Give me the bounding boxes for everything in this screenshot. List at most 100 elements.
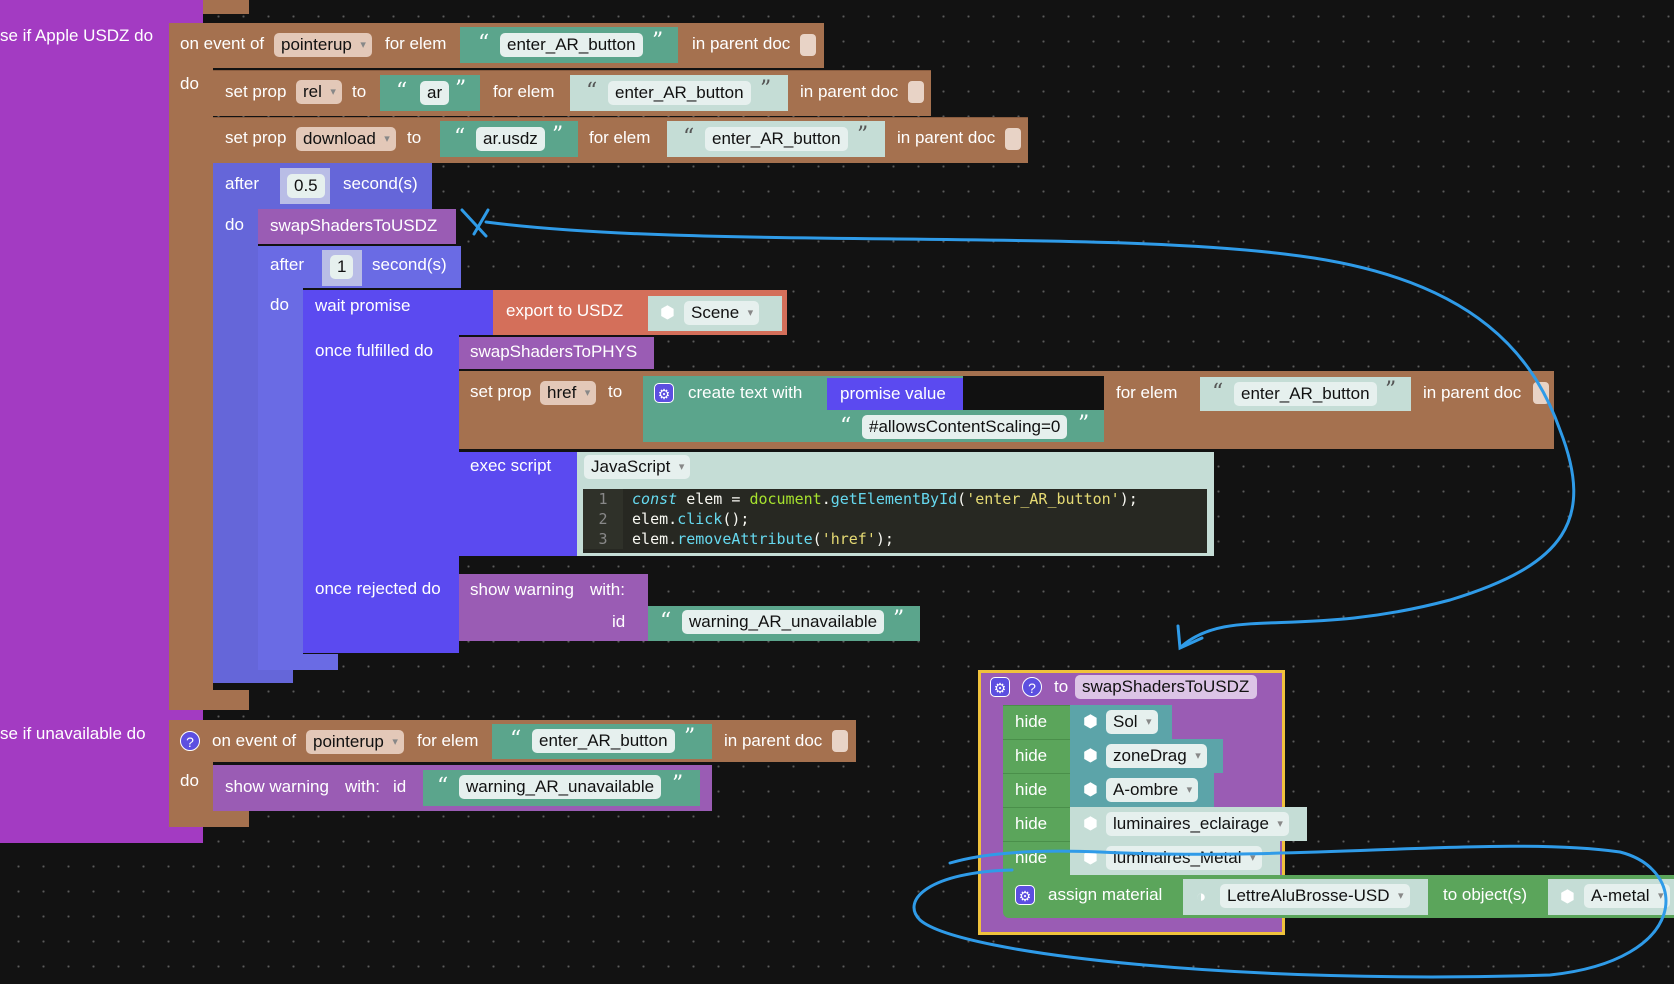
do-label: do: [270, 295, 289, 314]
value-field[interactable]: ar.usdz: [476, 127, 545, 151]
promise-value-block[interactable]: [827, 378, 963, 410]
object-dropdown[interactable]: A-metal: [1584, 884, 1670, 908]
show-warning-label: show warning: [470, 580, 574, 599]
language-dropdown[interactable]: JavaScript: [584, 455, 691, 479]
code-line[interactable]: 3 elem.removeAttribute('href');: [583, 529, 1207, 549]
quote-open-icon: “: [840, 414, 852, 439]
value-field[interactable]: ar: [420, 81, 450, 105]
call-swap-shaders-usdz-label: swapShadersToUSDZ: [270, 216, 438, 235]
elem-field[interactable]: enter_AR_button: [705, 127, 848, 151]
quote-close-icon: ”: [455, 77, 467, 102]
prop-dropdown[interactable]: download: [296, 127, 396, 151]
in-parent-doc-label: in parent doc: [1423, 383, 1522, 402]
hide-block[interactable]: [1003, 705, 1075, 739]
warning-id-field[interactable]: warning_AR_unavailable: [682, 610, 885, 634]
code-token: );: [1119, 490, 1138, 508]
to-label: to: [352, 82, 367, 101]
code-editor[interactable]: 1 const elem = document.getElementById('…: [583, 489, 1207, 553]
event-dropdown[interactable]: pointerup: [306, 730, 404, 754]
suffix-field[interactable]: #allowsContentScaling=0: [862, 415, 1068, 439]
object-dropdown[interactable]: zoneDrag: [1106, 744, 1207, 768]
event-block-1-arm: [169, 23, 213, 710]
code-line[interactable]: 1 const elem = document.getElementById('…: [583, 489, 1207, 509]
once-fulfilled-label: once fulfilled do: [315, 341, 434, 360]
condition-unavailable-label: se if unavailable do: [0, 724, 146, 743]
parent-doc-checkbox[interactable]: [832, 730, 848, 752]
elem-field[interactable]: enter_AR_button: [532, 729, 675, 753]
quote-close-icon: ”: [1078, 412, 1090, 437]
object-dropdown[interactable]: Sol: [1106, 710, 1158, 734]
do-label: do: [180, 771, 199, 790]
line-number: 1: [583, 489, 623, 509]
after-block-inner-foot: [258, 654, 338, 670]
elem-field[interactable]: enter_AR_button: [608, 81, 751, 105]
cube-icon: ⬢: [1083, 814, 1098, 833]
parent-doc-checkbox[interactable]: [800, 34, 816, 56]
warning-id-field[interactable]: warning_AR_unavailable: [459, 775, 662, 799]
parent-doc-checkbox[interactable]: [908, 81, 924, 103]
quote-open-icon: “: [1212, 380, 1224, 405]
seconds-label: second(s): [372, 255, 447, 274]
condition-block-top: [0, 0, 175, 20]
quote-open-icon: “: [683, 125, 695, 150]
quote-close-icon: ”: [552, 123, 564, 148]
condition-apple-label: se if Apple USDZ do: [0, 26, 154, 45]
assign-material-label: assign material: [1048, 885, 1163, 904]
quote-close-icon: ”: [760, 77, 772, 102]
seconds-field[interactable]: 0.5: [287, 174, 325, 198]
gear-icon[interactable]: ⚙: [1015, 885, 1035, 905]
hide-block[interactable]: [1003, 841, 1075, 875]
exec-script-label: exec script: [470, 456, 552, 475]
gear-icon[interactable]: ⚙: [654, 383, 674, 403]
object-dropdown[interactable]: Scene: [684, 301, 760, 325]
prop-dropdown[interactable]: rel: [296, 80, 342, 104]
procedure-name-field[interactable]: swapShadersToUSDZ: [1075, 675, 1258, 699]
code-token: );: [875, 530, 894, 548]
code-line[interactable]: 2 elem.click();: [583, 509, 1207, 529]
show-warning-label: show warning: [225, 777, 329, 796]
elem-field[interactable]: enter_AR_button: [500, 33, 643, 57]
object-dropdown[interactable]: A-ombre: [1106, 778, 1199, 802]
call-swap-shaders-usdz[interactable]: [258, 209, 456, 244]
parent-doc-checkbox[interactable]: [1005, 128, 1021, 150]
quote-open-icon: “: [586, 79, 598, 104]
object-dropdown[interactable]: luminaires_eclairage: [1106, 812, 1289, 836]
quote-open-icon: “: [660, 609, 672, 634]
elem-field[interactable]: enter_AR_button: [1234, 382, 1377, 406]
for-elem-label: for elem: [385, 34, 447, 53]
quote-close-icon: ”: [1385, 378, 1397, 403]
code-token: (: [812, 530, 822, 548]
hide-block[interactable]: [1003, 739, 1075, 773]
code-token: removeAttribute: [677, 530, 813, 548]
cube-icon: ⬢: [1083, 780, 1098, 799]
hide-block[interactable]: [1003, 773, 1075, 807]
quote-close-icon: ”: [672, 772, 684, 797]
seconds-label: second(s): [343, 174, 418, 193]
quote-open-icon: “: [437, 774, 449, 799]
for-elem-label: for elem: [589, 128, 651, 147]
event-dropdown[interactable]: pointerup: [274, 33, 372, 57]
material-dropdown[interactable]: LettreAluBrosse-USD: [1220, 884, 1410, 908]
to-label: to: [407, 128, 422, 147]
help-icon[interactable]: ?: [180, 731, 200, 751]
code-token: elem.: [632, 530, 678, 548]
call-swap-shaders-phys[interactable]: [459, 337, 654, 369]
cube-icon: ⬢: [1083, 712, 1098, 731]
export-usdz-label: export to USDZ: [506, 301, 624, 320]
quote-close-icon: ”: [893, 607, 905, 632]
gear-icon[interactable]: ⚙: [990, 677, 1010, 697]
help-icon[interactable]: ?: [1022, 677, 1042, 697]
code-token: document: [749, 490, 822, 508]
seconds-field[interactable]: 1: [330, 255, 354, 279]
promise-value-label: promise value: [840, 384, 946, 403]
arrow-annotation: [484, 220, 1576, 648]
hide-label: hide: [1015, 780, 1048, 799]
hide-block[interactable]: [1003, 807, 1075, 841]
on-event-label: on event of: [212, 731, 297, 750]
prop-dropdown[interactable]: href: [540, 381, 597, 405]
line-number: 3: [583, 529, 623, 549]
event-block-1-foot: [169, 690, 249, 710]
wait-promise-body: [303, 290, 459, 653]
